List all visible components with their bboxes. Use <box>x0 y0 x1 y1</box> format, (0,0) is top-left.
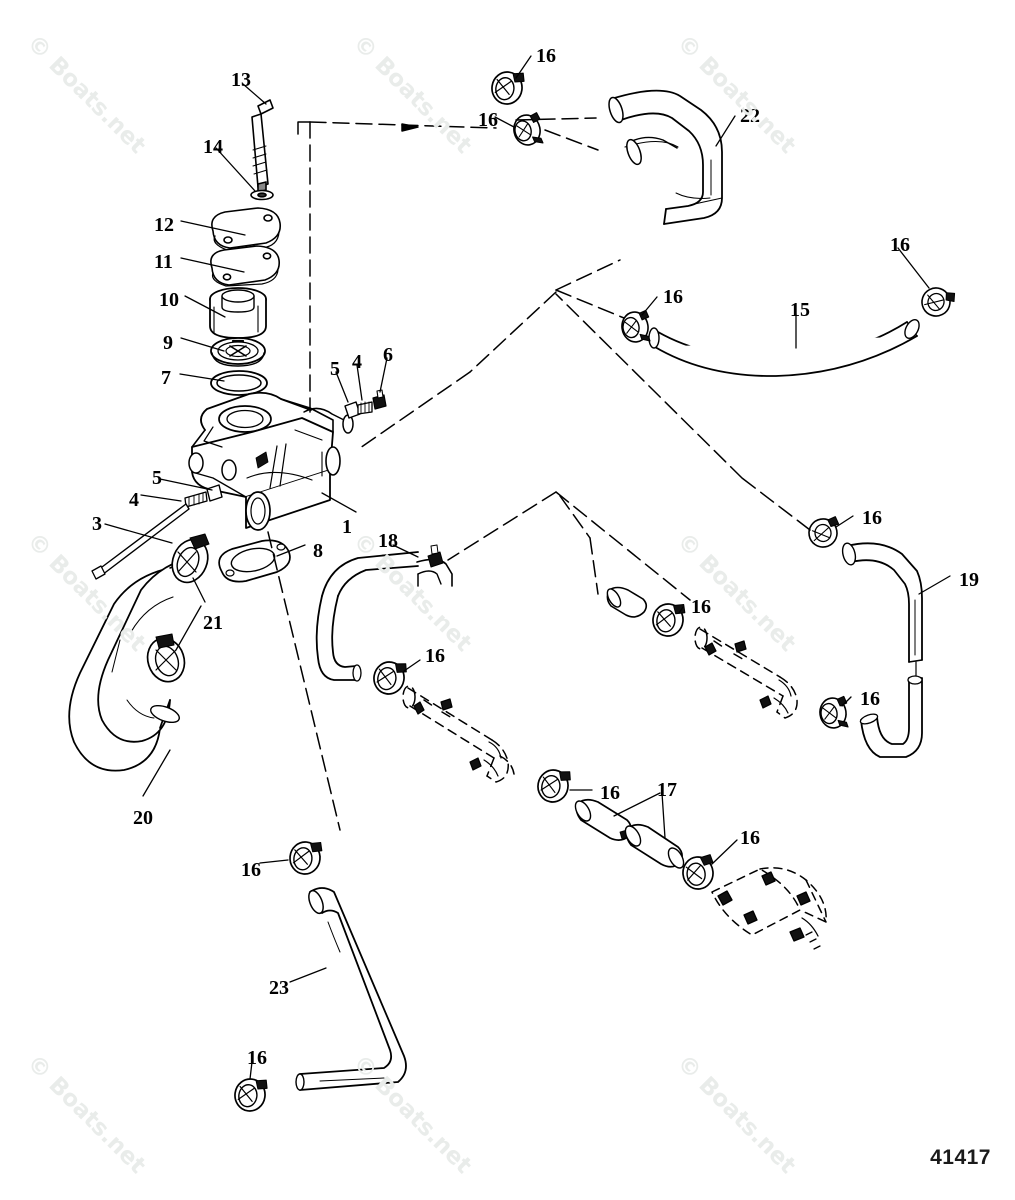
part-17-hose-upper <box>574 798 632 841</box>
part-16-clamp-a <box>489 68 527 107</box>
callout-5: 5 <box>330 358 340 380</box>
routing-arrows <box>401 123 419 132</box>
callout-16: 16 <box>691 596 711 618</box>
callout-1: 1 <box>342 516 352 538</box>
callout-23: 23 <box>269 977 289 999</box>
callout-20: 20 <box>133 807 153 829</box>
part-16-clamp-l <box>232 1075 270 1114</box>
callout-3: 3 <box>92 513 102 535</box>
callout-4: 4 <box>129 489 139 511</box>
callout-21: 21 <box>203 612 223 634</box>
callout-10: 10 <box>159 289 179 311</box>
callout-19: 19 <box>959 569 979 591</box>
part-16-clamp-h <box>534 765 573 806</box>
part-15-curved-hose <box>648 319 920 377</box>
callout-16: 16 <box>600 782 620 804</box>
part-10-sleeve <box>209 287 267 339</box>
part-16-clamp-j <box>680 853 717 892</box>
callout-16: 16 <box>740 827 760 849</box>
phantom-pump-detail <box>717 871 821 950</box>
phantom-cooler-left-detail <box>413 698 502 777</box>
part-16-clamp-i <box>650 600 687 639</box>
part-9-thermostat <box>210 337 266 367</box>
callout-16: 16 <box>247 1047 267 1069</box>
part-16-clamp-e <box>805 515 843 551</box>
part-4-nipple-upper <box>357 401 373 415</box>
part-16-clamp-c <box>619 309 653 346</box>
part-18-hose-assembly <box>315 544 453 682</box>
part-16-clamp-b <box>510 111 546 150</box>
stub-tube-right <box>606 586 648 618</box>
part-14-washer <box>250 189 274 201</box>
part-21-clamp-upper <box>171 533 210 584</box>
callout-16: 16 <box>536 45 556 67</box>
part-13-bolt <box>251 99 274 193</box>
callout-13: 13 <box>231 69 251 91</box>
part-21-clamp-lower <box>146 633 186 683</box>
callout-16: 16 <box>890 234 910 256</box>
part-17-hose-lower <box>624 823 685 869</box>
callout-5: 5 <box>152 467 162 489</box>
callout-14: 14 <box>203 136 223 158</box>
callout-7: 7 <box>161 367 171 389</box>
part-1-thermostat-housing <box>188 391 354 531</box>
part-4-nipple-lower <box>184 491 208 508</box>
callout-16: 16 <box>862 507 882 529</box>
part-19b-j-hose <box>859 675 923 758</box>
part-23-long-bent-hose <box>295 887 407 1091</box>
part-11-gasket <box>210 245 281 287</box>
callout-9: 9 <box>163 332 173 354</box>
callout-12: 12 <box>154 214 174 236</box>
callout-16: 16 <box>425 645 445 667</box>
part-22-u-hose <box>608 89 723 225</box>
part-16-clamp-f <box>817 695 851 732</box>
callout-8: 8 <box>313 540 323 562</box>
part-5-fitting-lower <box>206 484 223 502</box>
callout-16: 16 <box>241 859 261 881</box>
phantom-pump <box>711 867 827 936</box>
phantom-cooler-left <box>402 685 515 783</box>
part-8-housing-gasket <box>218 539 291 583</box>
callout-17: 17 <box>657 779 677 801</box>
callout-22: 22 <box>740 105 760 127</box>
callout-18: 18 <box>378 530 398 552</box>
part-16-clamp-d <box>917 283 958 322</box>
part-19-elbow-hose <box>841 542 923 679</box>
callout-16: 16 <box>478 109 498 131</box>
part-6-screw-upper <box>372 389 387 410</box>
drawing-number: 41417 <box>930 1146 991 1169</box>
part-16-clamp-g <box>370 657 409 698</box>
routing-lines <box>267 117 811 831</box>
callout-16: 16 <box>663 286 683 308</box>
callout-6: 6 <box>383 344 393 366</box>
callout-4: 4 <box>352 351 362 373</box>
part-22-offset-leg <box>626 136 678 166</box>
callout-16: 16 <box>860 688 880 710</box>
callout-15: 15 <box>790 299 810 321</box>
part-3-long-stud <box>91 503 190 580</box>
part-7-seal-ring <box>210 370 268 396</box>
phantom-cooler-right-detail <box>704 640 792 714</box>
phantom-cooler-right <box>694 626 798 719</box>
part-12-cover <box>211 207 282 251</box>
callout-11: 11 <box>154 251 173 273</box>
part-16-clamp-k <box>287 838 324 877</box>
